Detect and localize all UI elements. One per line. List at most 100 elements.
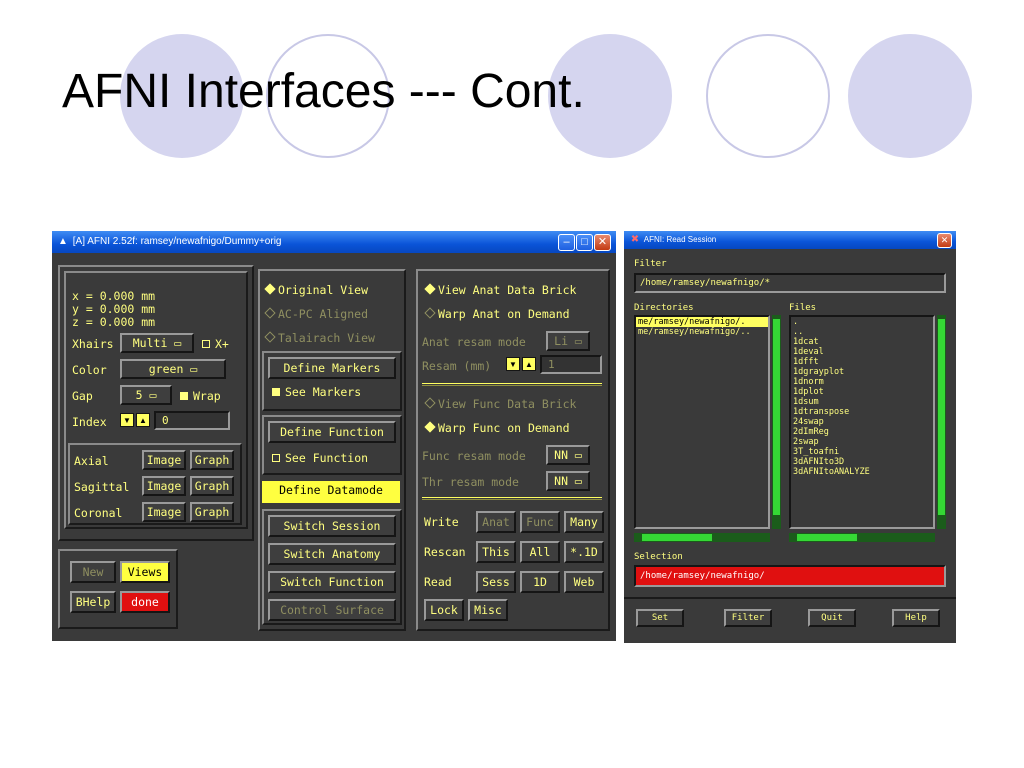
list-item[interactable]: 1dtranspose bbox=[793, 407, 850, 417]
view-func-radio[interactable]: View Func Data Brick bbox=[424, 397, 576, 411]
read-web-button[interactable]: Web bbox=[564, 571, 604, 593]
misc-button[interactable]: Misc bbox=[468, 599, 508, 621]
help-button[interactable]: Help bbox=[892, 609, 940, 627]
xhairs-menu[interactable]: Multi ▭ bbox=[120, 333, 194, 353]
define-markers-button[interactable]: Define Markers bbox=[268, 357, 396, 379]
scroll-thumb[interactable] bbox=[797, 534, 857, 541]
func-resam-menu[interactable]: NN ▭ bbox=[546, 445, 590, 465]
read-label: Read bbox=[424, 575, 452, 589]
coord-y: y = 0.000 mm bbox=[72, 302, 156, 316]
control-surface-button[interactable]: Control Surface bbox=[268, 599, 396, 621]
decor-circle bbox=[548, 34, 672, 158]
list-item[interactable]: 1dplot bbox=[793, 387, 824, 397]
color-menu[interactable]: green ▭ bbox=[120, 359, 226, 379]
write-anat-button[interactable]: Anat bbox=[476, 511, 516, 533]
gap-label: Gap bbox=[72, 389, 93, 403]
files-hscrollbar[interactable] bbox=[789, 533, 935, 542]
acpc-view-radio[interactable]: AC-PC Aligned bbox=[264, 307, 368, 321]
directories-hscrollbar[interactable] bbox=[634, 533, 770, 542]
list-item[interactable]: me/ramsey/newafnigo/.. bbox=[638, 327, 751, 337]
filter-button[interactable]: Filter bbox=[724, 609, 772, 627]
wrap-toggle[interactable]: Wrap bbox=[178, 389, 221, 403]
xplus-toggle[interactable]: X+ bbox=[200, 337, 229, 351]
define-datamode-button[interactable]: Define Datamode bbox=[262, 481, 400, 503]
filter-field[interactable]: /home/ramsey/newafnigo/* bbox=[634, 273, 946, 293]
view-anat-radio[interactable]: View Anat Data Brick bbox=[424, 283, 576, 297]
list-item[interactable]: .. bbox=[793, 327, 804, 337]
thr-resam-menu[interactable]: NN ▭ bbox=[546, 471, 590, 491]
list-item[interactable]: 2swap bbox=[793, 437, 819, 447]
talairach-view-radio[interactable]: Talairach View bbox=[264, 331, 375, 345]
quit-button[interactable]: Quit bbox=[808, 609, 856, 627]
list-item[interactable]: me/ramsey/newafnigo/. bbox=[636, 317, 768, 327]
index-field[interactable]: 0 bbox=[154, 411, 230, 430]
define-function-button[interactable]: Define Function bbox=[268, 421, 396, 443]
resam-down-arrow-icon[interactable]: ▼ bbox=[506, 357, 520, 371]
list-item[interactable]: 1dnorm bbox=[793, 377, 824, 387]
write-func-button[interactable]: Func bbox=[520, 511, 560, 533]
switch-anatomy-button[interactable]: Switch Anatomy bbox=[268, 543, 396, 565]
thr-resam-label: Thr resam mode bbox=[422, 475, 519, 489]
list-item[interactable]: 3dAFNIto3D bbox=[793, 457, 845, 467]
bhelp-button[interactable]: BHelp bbox=[70, 591, 116, 613]
directories-list[interactable]: me/ramsey/newafnigo/. me/ramsey/newafnig… bbox=[634, 315, 770, 529]
rescan-1d-button[interactable]: *.1D bbox=[564, 541, 604, 563]
axial-image-button[interactable]: Image bbox=[142, 450, 186, 470]
list-item[interactable]: 1dsum bbox=[793, 397, 819, 407]
checkbox-icon bbox=[202, 340, 210, 348]
warp-func-radio[interactable]: Warp Func on Demand bbox=[424, 421, 570, 435]
anat-resam-menu[interactable]: Li ▭ bbox=[546, 331, 590, 351]
rescan-all-button[interactable]: All bbox=[520, 541, 560, 563]
files-label: Files bbox=[789, 303, 817, 313]
files-scrollbar[interactable] bbox=[937, 315, 946, 529]
radio-selected-icon bbox=[424, 421, 436, 433]
index-up-arrow-icon[interactable]: ▲ bbox=[136, 413, 150, 427]
rescan-this-button[interactable]: This bbox=[476, 541, 516, 563]
list-item[interactable]: 1dgrayplot bbox=[793, 367, 845, 377]
maximize-button[interactable]: □ bbox=[576, 234, 593, 251]
coronal-graph-button[interactable]: Graph bbox=[190, 502, 234, 522]
list-item[interactable]: 2dImReg bbox=[793, 427, 829, 437]
coronal-image-button[interactable]: Image bbox=[142, 502, 186, 522]
scroll-thumb[interactable] bbox=[642, 534, 712, 541]
close-button[interactable]: ✕ bbox=[937, 233, 952, 248]
sagittal-image-button[interactable]: Image bbox=[142, 476, 186, 496]
switch-function-button[interactable]: Switch Function bbox=[268, 571, 396, 593]
checkbox-icon bbox=[180, 392, 188, 400]
done-button[interactable]: done bbox=[120, 591, 170, 613]
list-item[interactable]: 1dfft bbox=[793, 357, 819, 367]
read-1d-button[interactable]: 1D bbox=[520, 571, 560, 593]
axial-graph-button[interactable]: Graph bbox=[190, 450, 234, 470]
list-item[interactable]: 24swap bbox=[793, 417, 824, 427]
files-list[interactable]: . .. 1dcat 1deval 1dfft 1dgrayplot 1dnor… bbox=[789, 315, 935, 529]
read-sess-button[interactable]: Sess bbox=[476, 571, 516, 593]
minimize-button[interactable]: – bbox=[558, 234, 575, 251]
list-item[interactable]: 1deval bbox=[793, 347, 824, 357]
list-item[interactable]: 3dAFNItoANALYZE bbox=[793, 467, 870, 477]
write-many-button[interactable]: Many bbox=[564, 511, 604, 533]
scroll-thumb[interactable] bbox=[938, 319, 945, 515]
resam-mm-field[interactable]: 1 bbox=[540, 355, 602, 374]
views-button[interactable]: Views bbox=[120, 561, 170, 583]
view-panel: Original View AC-PC Aligned Talairach Vi… bbox=[258, 269, 406, 631]
index-down-arrow-icon[interactable]: ▼ bbox=[120, 413, 134, 427]
sagittal-graph-button[interactable]: Graph bbox=[190, 476, 234, 496]
set-button[interactable]: Set bbox=[636, 609, 684, 627]
switch-session-button[interactable]: Switch Session bbox=[268, 515, 396, 537]
scroll-thumb[interactable] bbox=[773, 319, 780, 515]
see-function-toggle[interactable]: See Function bbox=[270, 451, 368, 465]
see-markers-toggle[interactable]: See Markers bbox=[270, 385, 361, 399]
list-item[interactable]: 3T_toafni bbox=[793, 447, 840, 457]
new-button[interactable]: New bbox=[70, 561, 116, 583]
resam-up-arrow-icon[interactable]: ▲ bbox=[522, 357, 536, 371]
directories-scrollbar[interactable] bbox=[772, 315, 781, 529]
list-item[interactable]: 1dcat bbox=[793, 337, 819, 347]
warp-anat-radio[interactable]: Warp Anat on Demand bbox=[424, 307, 570, 321]
selection-field[interactable]: /home/ramsey/newafnigo/ bbox=[634, 565, 946, 587]
gap-menu[interactable]: 5 ▭ bbox=[120, 385, 172, 405]
original-view-radio[interactable]: Original View bbox=[264, 283, 368, 297]
app-icon: ▲ bbox=[58, 236, 68, 247]
list-item[interactable]: . bbox=[793, 317, 799, 327]
lock-button[interactable]: Lock bbox=[424, 599, 464, 621]
close-button[interactable]: ✕ bbox=[594, 234, 611, 251]
